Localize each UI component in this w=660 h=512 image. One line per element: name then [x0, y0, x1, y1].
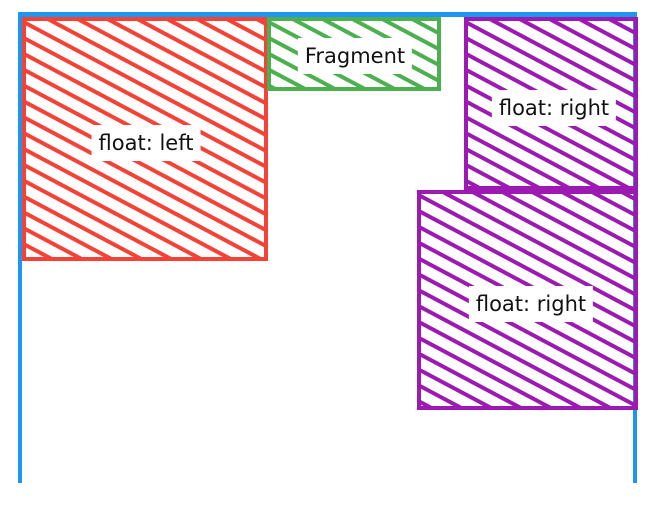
float-right-label-1: float: right	[491, 90, 617, 126]
float-left-label: float: left	[91, 125, 201, 161]
float-right-label-2: float: right	[468, 286, 594, 322]
float-right-box-2: float: right	[417, 190, 638, 410]
fragment-label: Fragment	[297, 38, 413, 74]
float-right-box-1: float: right	[464, 17, 638, 190]
fragment-box: Fragment	[267, 17, 441, 91]
float-left-box: float: left	[22, 17, 268, 261]
